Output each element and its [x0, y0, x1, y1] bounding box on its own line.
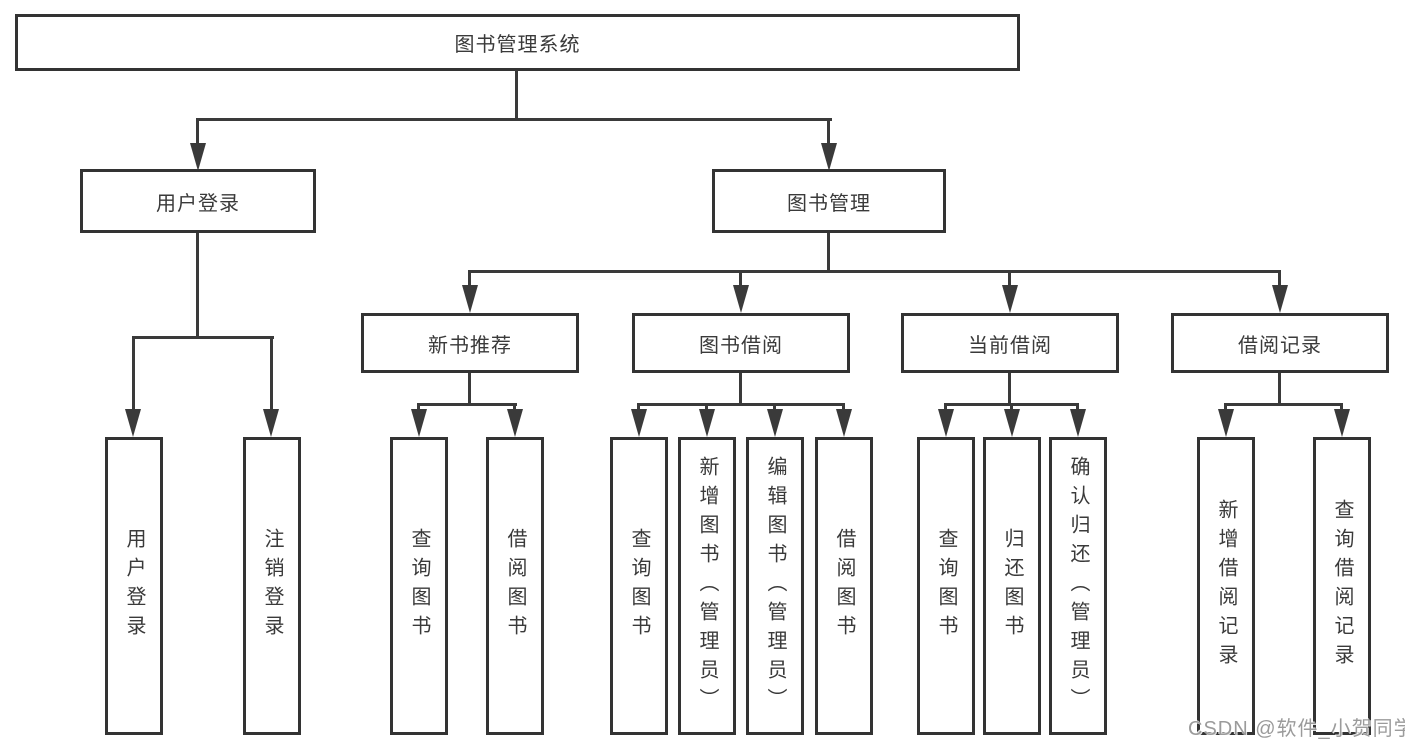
- edge-user-login-drop-1: [132, 336, 135, 412]
- edge-root-vline: [515, 70, 518, 120]
- arrowhead-recommend-borrow: [507, 409, 523, 437]
- edge-recommend-drop-1: [417, 403, 420, 413]
- leaf-recommend-borrow-books-label: 借阅图书: [504, 528, 526, 644]
- edge-current-drop-1: [944, 403, 947, 413]
- edge-book-mgmt-vline: [827, 233, 830, 272]
- edge-records-vline: [1278, 373, 1281, 406]
- node-user-login-label: 用户登录: [156, 192, 240, 215]
- edge-borrow-drop-4: [842, 403, 845, 413]
- edge-book-mgmt-hline: [470, 270, 1281, 273]
- node-library-system: 图书管理系统: [15, 14, 1020, 71]
- node-current-borrow: 当前借阅: [901, 313, 1119, 373]
- edge-book-mgmt-drop-3: [1008, 270, 1011, 290]
- edge-borrow-vline: [739, 373, 742, 406]
- leaf-borrow-query-books-label: 查询图书: [628, 528, 650, 644]
- edge-book-mgmt-drop-1: [468, 270, 471, 290]
- leaf-add-book-admin: 新增图书（管理员）: [678, 437, 736, 735]
- leaf-query-borrow-record: 查询借阅记录: [1313, 437, 1371, 735]
- node-borrow-records-label: 借阅记录: [1238, 334, 1322, 357]
- arrowhead-borrow-records: [1272, 285, 1288, 313]
- leaf-current-query-books: 查询图书: [917, 437, 975, 735]
- node-borrow-records: 借阅记录: [1171, 313, 1389, 373]
- arrowhead-current-confirm: [1070, 409, 1086, 437]
- leaf-user-login: 用户登录: [105, 437, 163, 735]
- node-current-borrow-label: 当前借阅: [968, 334, 1052, 357]
- leaf-edit-book-admin-label: 编辑图书（管理员）: [764, 455, 786, 717]
- arrowhead-current-return: [1004, 409, 1020, 437]
- edge-current-drop-3: [1076, 403, 1079, 413]
- arrowhead-leaf-logout: [263, 409, 279, 437]
- leaf-current-query-books-label: 查询图书: [935, 528, 957, 644]
- edge-root-drop-left: [196, 118, 199, 146]
- edge-records-drop-1: [1224, 403, 1227, 413]
- leaf-return-book: 归还图书: [983, 437, 1041, 735]
- leaf-user-login-label: 用户登录: [123, 528, 145, 644]
- arrowhead-new-book-recommend: [462, 285, 478, 313]
- node-new-book-recommend: 新书推荐: [361, 313, 579, 373]
- leaf-query-borrow-record-label: 查询借阅记录: [1331, 499, 1353, 673]
- edge-user-login-drop-2: [270, 336, 273, 412]
- edge-recommend-vline: [468, 373, 471, 406]
- leaf-return-book-label: 归还图书: [1001, 528, 1023, 644]
- edge-records-hline: [1226, 403, 1343, 406]
- leaf-edit-book-admin: 编辑图书（管理员）: [746, 437, 804, 735]
- edge-book-mgmt-drop-4: [1278, 270, 1281, 290]
- node-book-management: 图书管理: [712, 169, 946, 233]
- leaf-confirm-return-admin-label: 确认归还（管理员）: [1067, 455, 1089, 717]
- arrowhead-user-login: [190, 143, 206, 171]
- arrowhead-borrow-edit: [767, 409, 783, 437]
- arrowhead-records-add: [1218, 409, 1234, 437]
- node-book-borrow: 图书借阅: [632, 313, 850, 373]
- edge-user-login-hline: [132, 336, 274, 339]
- edge-book-mgmt-drop-2: [739, 270, 742, 290]
- edge-borrow-drop-3: [773, 403, 776, 413]
- leaf-borrow-books: 借阅图书: [815, 437, 873, 735]
- edge-current-drop-2: [1010, 403, 1013, 413]
- edge-recommend-hline: [419, 403, 517, 406]
- arrowhead-current-borrow: [1002, 285, 1018, 313]
- leaf-recommend-borrow-books: 借阅图书: [486, 437, 544, 735]
- node-user-login: 用户登录: [80, 169, 316, 233]
- leaf-logout-label: 注销登录: [261, 528, 283, 644]
- leaf-borrow-query-books: 查询图书: [610, 437, 668, 735]
- node-library-system-label: 图书管理系统: [454, 34, 581, 56]
- leaf-logout: 注销登录: [243, 437, 301, 735]
- node-book-management-label: 图书管理: [787, 192, 871, 215]
- edge-current-vline: [1008, 373, 1011, 406]
- edge-records-drop-2: [1340, 403, 1343, 413]
- leaf-recommend-query-books: 查询图书: [390, 437, 448, 735]
- arrowhead-borrow-add: [699, 409, 715, 437]
- leaf-borrow-books-label: 借阅图书: [833, 528, 855, 644]
- arrowhead-current-query: [938, 409, 954, 437]
- edge-borrow-drop-2: [705, 403, 708, 413]
- arrowhead-book-management: [821, 143, 837, 171]
- csdn-watermark: CSDN @软件_小贺同学: [1188, 718, 1405, 740]
- edge-borrow-drop-1: [637, 403, 640, 413]
- arrowhead-borrow-query: [631, 409, 647, 437]
- leaf-add-book-admin-label: 新增图书（管理员）: [696, 455, 718, 717]
- edge-user-login-vline: [196, 233, 199, 338]
- edge-recommend-drop-2: [513, 403, 516, 413]
- leaf-recommend-query-books-label: 查询图书: [408, 528, 430, 644]
- edge-root-hline: [196, 118, 832, 121]
- arrowhead-records-query: [1334, 409, 1350, 437]
- leaf-add-borrow-record: 新增借阅记录: [1197, 437, 1255, 735]
- leaf-add-borrow-record-label: 新增借阅记录: [1215, 499, 1237, 673]
- node-book-borrow-label: 图书借阅: [699, 334, 783, 357]
- arrowhead-recommend-query: [411, 409, 427, 437]
- node-new-book-recommend-label: 新书推荐: [428, 334, 512, 357]
- arrowhead-leaf-user-login: [125, 409, 141, 437]
- arrowhead-borrow-lend: [836, 409, 852, 437]
- edge-borrow-hline: [639, 403, 845, 406]
- edge-root-drop-right: [827, 118, 830, 146]
- leaf-confirm-return-admin: 确认归还（管理员）: [1049, 437, 1107, 735]
- arrowhead-book-borrow: [733, 285, 749, 313]
